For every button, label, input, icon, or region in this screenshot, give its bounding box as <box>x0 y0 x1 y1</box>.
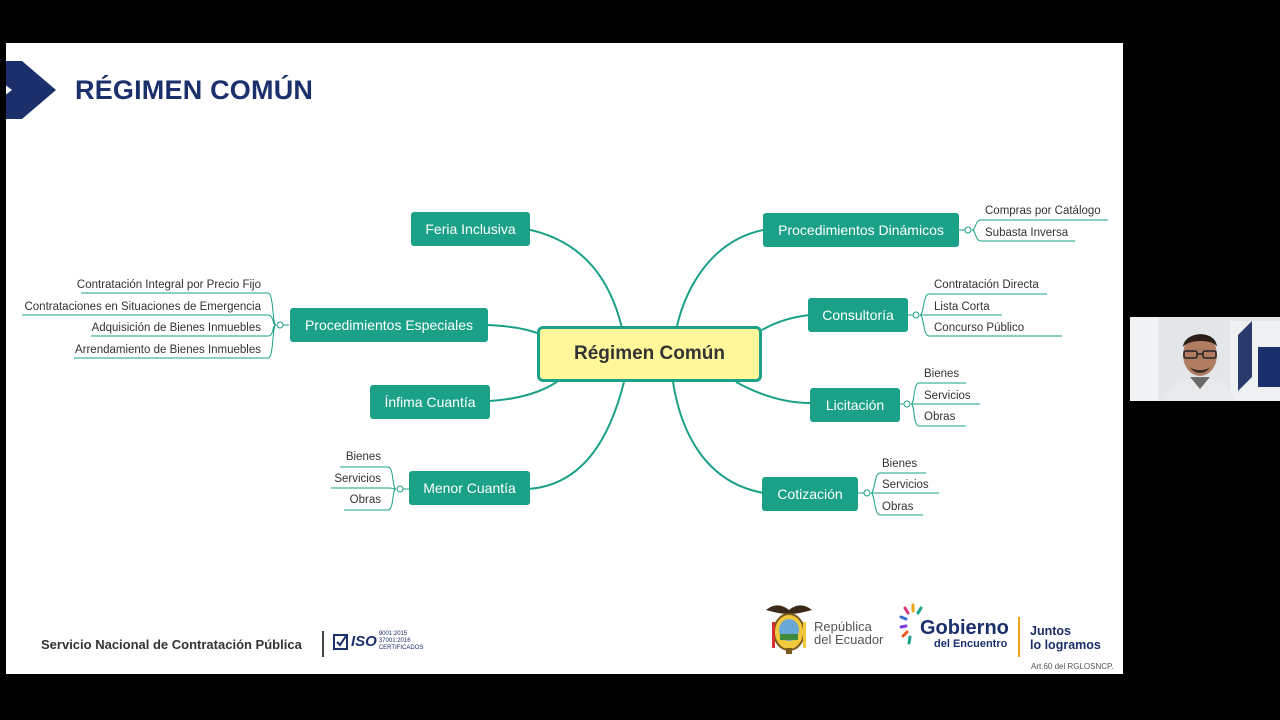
juntos-lo-logramos-label: Juntos lo logramos <box>1030 624 1101 652</box>
gobierno-encuentro-logo-icon <box>899 603 923 645</box>
arrow-decoration-icon <box>6 61 56 119</box>
leaf-concurso-publico: Concurso Público <box>934 322 1025 334</box>
leaf-subasta-inversa: Subasta Inversa <box>985 227 1069 239</box>
checkbox-icon <box>333 633 348 650</box>
node-procedimientos-dinamicos: Procedimientos Dinámicos <box>763 213 959 247</box>
leaf-cotizacion-obras: Obras <box>882 501 914 513</box>
footer-divider <box>322 631 324 657</box>
leaf-menor-bienes: Bienes <box>345 451 381 463</box>
leaf-licitacion-servicios: Servicios <box>924 390 971 402</box>
node-infima-cuantia: Ínfima Cuantía <box>370 385 490 419</box>
node-consultoria: Consultoría <box>808 298 908 332</box>
leaf-cotizacion-servicios: Servicios <box>882 479 929 491</box>
ecuador-coat-of-arms-icon <box>766 605 812 654</box>
leaf-menor-obras: Obras <box>349 494 381 506</box>
leaf-arrendamiento-inmuebles: Arrendamiento de Bienes Inmuebles <box>74 344 261 356</box>
presenter-video-icon <box>1130 317 1280 401</box>
node-licitacion: Licitación <box>810 388 900 422</box>
node-menor-cuantia: Menor Cuantía <box>409 471 530 505</box>
leaf-contratacion-directa: Contratación Directa <box>934 279 1039 291</box>
leaf-licitacion-obras: Obras <box>924 411 956 423</box>
republica-ecuador-label: República del Ecuador <box>814 619 884 647</box>
webcam-video-thumbnail <box>1130 317 1280 401</box>
leaf-compras-catalogo: Compras por Catálogo <box>985 205 1101 217</box>
leaf-cotizacion-bienes: Bienes <box>882 458 918 470</box>
leaf-adquisicion-inmuebles: Adquisición de Bienes Inmuebles <box>91 322 261 334</box>
leaf-situaciones-emergencia: Contrataciones en Situaciones de Emergen… <box>24 301 261 313</box>
leaf-lista-corta: Lista Corta <box>934 301 990 313</box>
slide-title: RÉGIMEN COMÚN <box>75 75 314 105</box>
central-node: Régimen Común <box>537 326 762 382</box>
footer-organization: Servicio Nacional de Contratación Públic… <box>41 637 302 652</box>
leaf-menor-servicios: Servicios <box>334 473 381 485</box>
leaf-licitacion-bienes: Bienes <box>924 368 960 380</box>
iso-certification-badge: ISO 9001:2015 37001:2016 CERTIFICADOS <box>333 631 423 652</box>
node-procedimientos-especiales: Procedimientos Especiales <box>290 308 488 342</box>
presentation-slide: RÉGIMEN COMÚN <box>6 43 1123 674</box>
node-cotizacion: Cotización <box>762 477 858 511</box>
leaf-contratacion-integral: Contratación Integral por Precio Fijo <box>76 279 261 291</box>
gobierno-encuentro-label: Gobierno del Encuentro <box>920 617 1009 650</box>
article-reference: Art.60 del RGLOSNCP. <box>1031 662 1114 671</box>
footer-divider-gold <box>1018 617 1020 657</box>
node-feria-inclusiva: Feria Inclusiva <box>411 212 530 246</box>
mindmap-connectors <box>22 219 1108 516</box>
